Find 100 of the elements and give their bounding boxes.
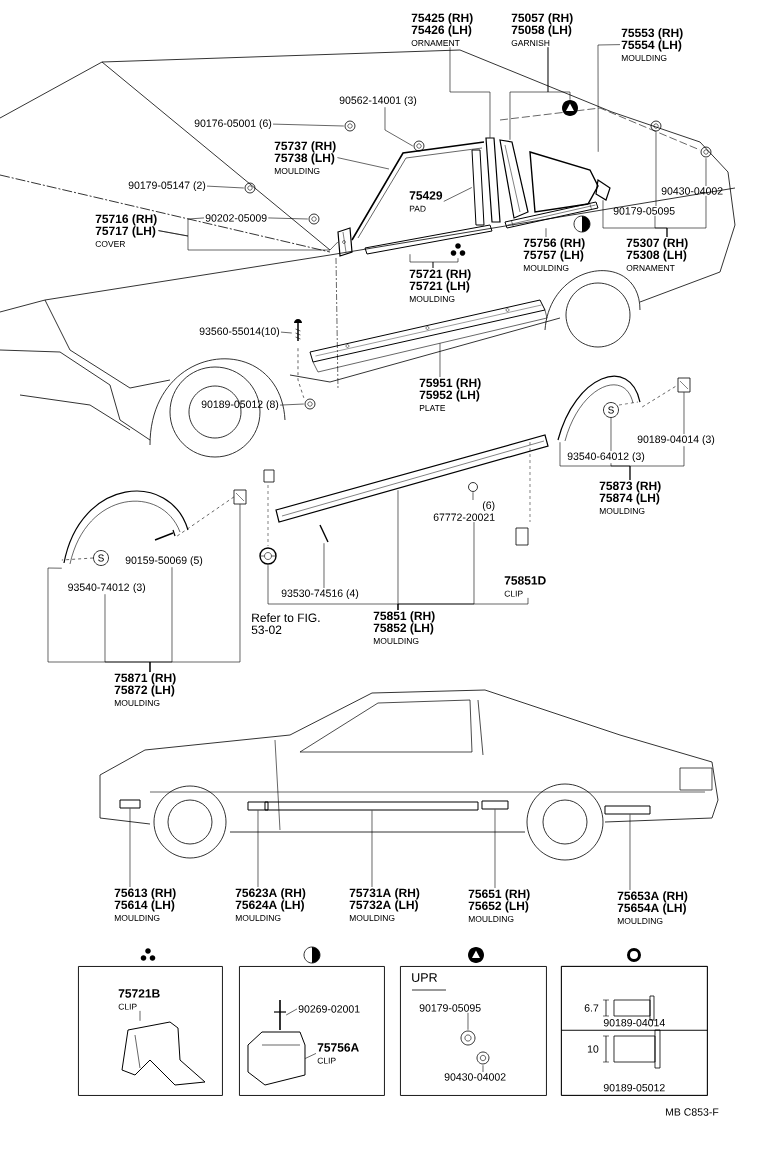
leader-line (297, 347, 305, 399)
leader-line (304, 1053, 317, 1059)
part-label: 75425 (RH) 75426 (LH) ORNAMENT (411, 13, 473, 46)
leader-line (176, 496, 235, 537)
garnish-drawing (499, 139, 529, 219)
side-marker (247, 801, 269, 811)
nut-drawing (700, 146, 712, 158)
leader-line (272, 123, 345, 127)
leader-line (280, 331, 293, 334)
clip-drawing (247, 1031, 306, 1086)
pad-drawing (471, 149, 485, 226)
leader-line (139, 1010, 141, 1022)
leader-line (547, 46, 571, 101)
leader-line (597, 44, 621, 153)
part-label: 75613 (RH) 75614 (LH) MOULDING (114, 888, 176, 921)
moulding-drawing (275, 434, 549, 523)
side-marker (119, 799, 141, 809)
screw-drawing (294, 319, 302, 342)
part-label: 75851D CLIP (504, 576, 546, 597)
leader-line (432, 257, 459, 269)
leader-line (683, 391, 685, 435)
dimension-text: 6.7 (584, 1004, 599, 1012)
screw-drawing (273, 999, 287, 1031)
leader-line (439, 342, 441, 378)
leader-line (323, 542, 325, 589)
part-number: 90269-02001 (298, 1005, 360, 1013)
leader-line (206, 185, 245, 189)
part-label: 75851 (RH) 75852 (LH) MOULDING (373, 611, 435, 644)
nut-drawing (344, 120, 356, 132)
leader-line (257, 810, 259, 888)
leader-line (494, 809, 496, 889)
moulding-drawing (63, 490, 189, 565)
part-number: 93560-55014(10) (199, 327, 280, 337)
nut-drawing (413, 140, 425, 152)
part-label: 75871 (RH) 75872 (LH) MOULDING (114, 673, 176, 706)
detail-box (239, 966, 385, 1096)
clip-drawing (468, 482, 478, 492)
part-label: 75951 (RH) 75952 (LH) PLATE (419, 378, 481, 411)
leader-line (337, 157, 390, 170)
moulding-drawing (529, 151, 599, 213)
leader-line (397, 597, 529, 611)
side-marker (604, 805, 651, 815)
part-number: 90176-05001 (6) (194, 119, 272, 129)
part-number: (6) 67772-20021 (433, 501, 495, 521)
nut-drawing (650, 120, 662, 132)
part-label: 75057 (RH) 75058 (LH) GARNISH (511, 13, 573, 46)
cover-drawing (337, 227, 353, 257)
nut-drawing (244, 182, 256, 194)
circled-letter: S (603, 402, 619, 418)
leader-line (384, 106, 414, 147)
three-dot-icon (450, 243, 466, 256)
leader-line (545, 227, 547, 238)
leader-line (371, 810, 373, 888)
leader-line (279, 403, 305, 406)
leader-line (472, 491, 474, 501)
body-moulding (481, 800, 509, 810)
nut-drawing (304, 398, 316, 410)
part-number: 90430-04002 (661, 187, 723, 195)
part-label: 75756A CLIP (317, 1043, 359, 1064)
part-number: 93530-74516 (4) (281, 589, 359, 599)
part-number: 90562-14001 (3) (339, 96, 417, 106)
leader-line (158, 217, 205, 237)
ornament-drawing (485, 137, 501, 223)
circled-letter: S (93, 550, 109, 566)
part-number: 93540-74012 (3) (68, 583, 146, 593)
leader-line (268, 217, 309, 220)
leader-line (129, 808, 131, 888)
nut-drawing (308, 213, 320, 225)
detail-box (78, 966, 223, 1096)
part-number: 90189-05012 (8) (201, 400, 279, 410)
ornament-drawing (595, 179, 611, 201)
clip-drawing (677, 377, 691, 393)
leader-line (705, 157, 707, 187)
part-number: 90202-05009 (205, 214, 267, 222)
part-number: 90430-04002 (444, 1073, 506, 1081)
screw-drawing (154, 529, 176, 541)
part-label: 75737 (RH) 75738 (LH) MOULDING (274, 141, 336, 174)
part-label: 75756 (RH) 75757 (LH) MOULDING (523, 238, 585, 271)
dimension-text: 10 (587, 1045, 599, 1053)
part-number: 90179-05095 (419, 1004, 481, 1012)
nut-drawing (476, 1051, 490, 1065)
moulding-drawing (364, 224, 493, 255)
part-label: 75873 (RH) 75874 (LH) MOULDING (599, 481, 661, 514)
leader-line (655, 131, 657, 207)
clip-drawing (233, 489, 247, 505)
part-label: 75731A (RH) 75732A (LH) MOULDING (349, 888, 420, 921)
leader-line (149, 503, 241, 673)
leader-line (285, 1008, 298, 1016)
clip-drawing (121, 1021, 206, 1086)
leader-line (467, 1012, 469, 1031)
part-label: 75429 PAD (409, 191, 443, 212)
part-label: 75716 (RH) 75717 (LH) COVER (95, 214, 157, 247)
part-label: 75653A (RH) 75654A (LH) MOULDING (617, 891, 688, 924)
leader-line (610, 462, 631, 481)
note-text: Refer to FIG. 53-02 (251, 613, 320, 634)
leader-line (482, 1064, 484, 1073)
part-number: 90189-04014 (3) (637, 435, 715, 445)
leader-line (610, 417, 612, 452)
part-label: 75623A (RH) 75624A (LH) MOULDING (235, 888, 306, 921)
part-number: 90159-50069 (5) (125, 556, 203, 566)
